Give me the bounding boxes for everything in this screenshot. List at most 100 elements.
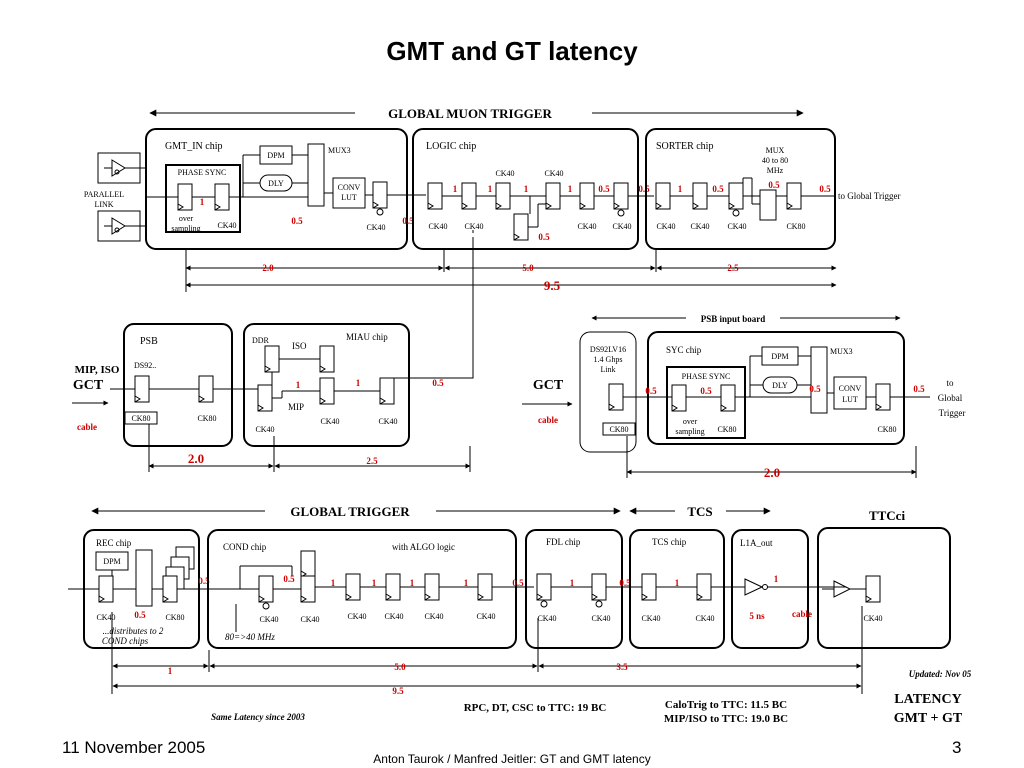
gmt-dim-a: 2.0 <box>262 263 274 273</box>
l1a-delay: 5 ns <box>749 611 765 621</box>
psb-section: MIP, ISO GCT cable PSB DS92.. CK80 CK80 … <box>72 323 471 472</box>
l1a-out: L1A_out 1 5 ns cable <box>731 529 846 649</box>
tcs-chip: TCS chip 1 CK40 CK40 <box>629 529 745 649</box>
parallel-link: PARALLEL LINK <box>84 152 146 242</box>
sorter-ck-2: CK40 <box>690 222 709 231</box>
psb-input-label-2: GCT <box>73 378 104 393</box>
miau-mip: MIP <box>288 402 304 412</box>
gmt-in-ck2: CK40 <box>366 223 385 232</box>
logic-v-6: 0.5 <box>638 184 650 194</box>
psb-cable: cable <box>77 422 97 432</box>
rec-ck-1: CK40 <box>96 613 115 622</box>
l1a-value: 1 <box>774 574 779 584</box>
miau-chip: MIAU chip DDR ISO MIP 1 1 0.5 CK40 CK40 … <box>243 323 444 447</box>
cond-ck-2: CK40 <box>300 615 319 624</box>
psb-ck-2: CK80 <box>197 414 216 423</box>
syc-sampling: sampling <box>675 427 704 436</box>
gt-latency-2: GMT + GT <box>894 711 963 726</box>
gmt-in-phase-sync: PHASE SYNC <box>178 168 227 177</box>
psb-board-dim: 2.0 <box>764 465 780 480</box>
fdl-ck-1: CK40 <box>537 614 556 623</box>
miau-v-1: 1 <box>296 380 301 390</box>
logic-v-2: 1 <box>488 184 493 194</box>
sorter-chip: SORTER chip MUX 40 to 80 MHz 1 0.5 0.5 0… <box>645 128 836 250</box>
gmt-in-mux: MUX3 <box>328 146 351 155</box>
cond-v-out: 0.5 <box>512 578 524 588</box>
syc-chip: SYC chip DPM DLY MUX3 PHASE SYNC over sa… <box>623 331 930 445</box>
sorter-v-4: 0.5 <box>819 184 831 194</box>
gmt-in-sampling: sampling <box>171 224 200 233</box>
cond-note: 80=>40 MHz <box>225 632 275 642</box>
footer-page-number: 3 <box>952 738 962 757</box>
sorter-ck-4: CK80 <box>786 222 805 231</box>
parallel-link-label-1: PARALLEL <box>84 190 124 199</box>
ttcci-ck: CK40 <box>863 614 882 623</box>
psb-board-to-gt-3: Trigger <box>939 408 966 418</box>
gmt-in-v-phase: 1 <box>200 197 205 207</box>
logic-v-3: 1 <box>524 184 529 194</box>
cond-ck-6: CK40 <box>476 612 495 621</box>
psb-board-v-1: 0.5 <box>645 386 657 396</box>
gmt-in-title: GMT_IN chip <box>165 141 223 152</box>
logic-v-mid: 0.5 <box>538 232 550 242</box>
gt-section: GLOBAL TRIGGER TCS TTCci REC chip DPM CK… <box>68 504 972 726</box>
sorter-v-2: 0.5 <box>712 184 724 194</box>
l1a-title: L1A_out <box>740 538 773 548</box>
gt-calo-1: CaloTrig to TTC: 11.5 BC <box>665 699 787 711</box>
cond-v-2: 1 <box>331 578 336 588</box>
tcs-v-1: 1 <box>675 578 680 588</box>
fdl-title: FDL chip <box>546 537 581 547</box>
cond-v-4: 1 <box>410 578 415 588</box>
sorter-ck-3: CK40 <box>727 222 746 231</box>
gmt-in-ck: CK40 <box>217 221 236 230</box>
psb-input-label-1: MIP, ISO <box>75 364 120 376</box>
rec-note-1: ...distributes to 2 <box>103 626 164 636</box>
syc-conv: CONV <box>839 384 862 393</box>
sorter-v-3: 0.5 <box>768 180 780 190</box>
psb-board-section: PSB input board GCT cable DS92LV16 1.4 G… <box>522 314 965 480</box>
miau-title: MIAU chip <box>346 332 388 342</box>
cond-ck-5: CK40 <box>424 612 443 621</box>
psb-title: PSB <box>140 336 158 347</box>
fdl-ck-2: CK40 <box>591 614 610 623</box>
rec-dpm: DPM <box>103 557 120 566</box>
gmt-in-v-out: 0.5 <box>402 216 414 226</box>
gt-updated: Updated: Nov 05 <box>909 669 972 679</box>
logic-chip: LOGIC chip CK40 CK40 1 1 1 1 0.5 <box>412 128 654 250</box>
psb-chip-label: DS92.. <box>134 361 156 370</box>
gmt-section: GLOBAL MUON TRIGGER PARALLEL LINK GMT_IN… <box>84 106 901 293</box>
syc-dpm: DPM <box>771 352 788 361</box>
logic-title: LOGIC chip <box>426 141 476 152</box>
psb-board-ck-3: CK80 <box>877 425 896 434</box>
miau-ddr: DDR <box>252 336 270 345</box>
logic-v-1: 1 <box>453 184 458 194</box>
gt-dim-b: 5.0 <box>394 662 406 672</box>
psb-board-link-1: DS92LV16 <box>590 345 626 354</box>
miau-v-2: 1 <box>356 378 361 388</box>
logic-ck-b-2: CK40 <box>464 222 483 231</box>
logic-ck-b-4: CK40 <box>612 222 631 231</box>
parallel-link-label-2: LINK <box>94 200 113 209</box>
slide-title: GMT and GT latency <box>386 36 638 66</box>
rec-v-in: 0.5 <box>198 576 210 586</box>
miau-dim: 2.5 <box>366 456 378 466</box>
rec-note-2: COND chips <box>102 636 149 646</box>
gmt-in-conv: CONV <box>338 183 361 192</box>
cond-title: COND chip <box>223 542 267 552</box>
cond-v-3: 1 <box>372 578 377 588</box>
cond-ck-4: CK40 <box>384 612 403 621</box>
gmt-in-chip: GMT_IN chip PHASE SYNC 1 over sampling C… <box>145 128 426 250</box>
miau-v-3: 0.5 <box>432 378 444 388</box>
syc-phase-sync: PHASE SYNC <box>682 372 731 381</box>
gmt-in-v-lut: 0.5 <box>291 216 303 226</box>
gt-dim-a: 1 <box>168 666 173 676</box>
psb-board-cable: cable <box>538 415 558 425</box>
sorter-mux-3: MHz <box>767 166 784 175</box>
psb-board-v-4: 0.5 <box>913 384 925 394</box>
gmt-dim-c: 2.5 <box>727 263 739 273</box>
psb-board-link-2: 1.4 Ghps <box>594 355 623 364</box>
logic-v-5: 0.5 <box>598 184 610 194</box>
logic-v-4: 1 <box>568 184 573 194</box>
rec-v-mid: 0.5 <box>134 610 146 620</box>
